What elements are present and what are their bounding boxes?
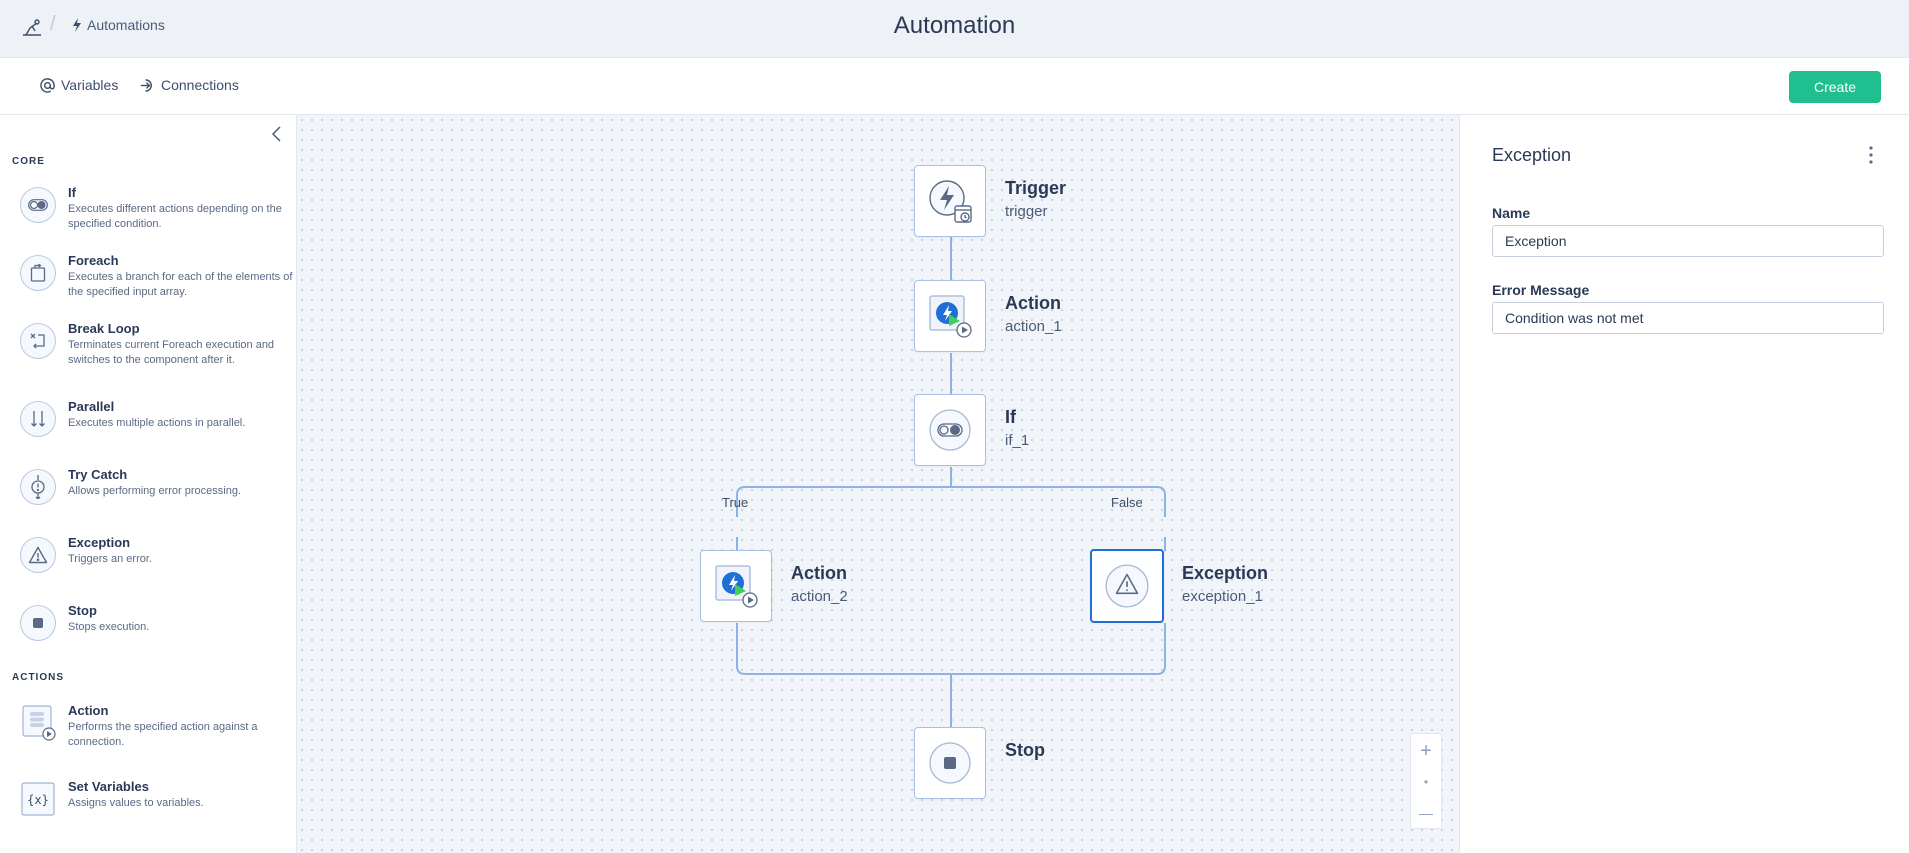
if-node-title: If: [1005, 407, 1016, 427]
error-message-field-label: Error Message: [1492, 282, 1590, 298]
top-bar: / Automations Automation: [0, 0, 1909, 58]
logo-icon[interactable]: [20, 15, 44, 39]
exception-node[interactable]: [1090, 549, 1164, 623]
palette-item-desc: Assigns values to variables.: [68, 797, 204, 809]
panel-title: Exception: [1492, 145, 1572, 165]
stop-icon: [929, 742, 971, 784]
palette-item-desc: Terminates current Foreach execution and…: [68, 339, 275, 366]
component-palette: CORE If Executes different actions depen…: [0, 115, 297, 853]
action-2-node-id: action_2: [791, 588, 848, 605]
action-2-node-title: Action: [791, 563, 847, 583]
palette-item-desc: Executes different actions depending on …: [68, 203, 282, 230]
trigger-node-id: trigger: [1005, 203, 1048, 220]
exception-node-title: Exception: [1182, 563, 1269, 583]
name-field-label: Name: [1492, 205, 1531, 221]
true-branch-label: True: [722, 495, 749, 510]
core-section-title: CORE: [12, 156, 45, 167]
palette-item-try-catch[interactable]: Try Catch Allows performing error proces…: [20, 467, 290, 527]
palette-item-desc: Triggers an error.: [68, 553, 152, 565]
palette-item-desc: Executes a branch for each of the elemen…: [68, 271, 293, 298]
variables-label: Variables: [61, 77, 119, 93]
collapse-icon[interactable]: [270, 125, 284, 143]
name-field[interactable]: [1492, 225, 1884, 257]
error-message-field[interactable]: [1492, 302, 1884, 334]
toolbar: Variables Connections Create: [0, 58, 1909, 115]
palette-item-name: Foreach: [68, 253, 119, 268]
variables-button[interactable]: Variables: [40, 77, 118, 93]
palette-item-parallel[interactable]: Parallel Executes multiple actions in pa…: [20, 399, 290, 459]
action-1-node-id: action_1: [1005, 318, 1062, 335]
palette-item-name: Break Loop: [68, 321, 140, 336]
trigger-schedule-icon: [929, 180, 972, 223]
breadcrumb-automations[interactable]: Automations: [87, 17, 165, 33]
parallel-icon: [20, 401, 56, 437]
stop-node-title: Stop: [1005, 740, 1045, 760]
palette-item-name: Exception: [68, 535, 131, 550]
action-play-icon: [929, 295, 972, 338]
palette-item-action[interactable]: Action Performs the specified action aga…: [20, 703, 290, 763]
trigger-node-title: Trigger: [1005, 178, 1067, 198]
lightning-icon: [73, 18, 81, 32]
palette-item-stop[interactable]: Stop Stops execution.: [20, 603, 290, 663]
stop-icon: [20, 605, 56, 641]
toggle-icon: [20, 187, 56, 223]
at-icon: [40, 77, 55, 93]
trigger-node[interactable]: [914, 165, 986, 237]
palette-item-name: Stop: [68, 603, 97, 618]
page-title: Automation: [893, 12, 1016, 39]
palette-item-name: Try Catch: [68, 467, 128, 482]
palette-item-desc: Stops execution.: [68, 621, 150, 633]
flow-connectors: [736, 237, 1166, 728]
palette-item-foreach[interactable]: Foreach Executes a branch for each of th…: [20, 253, 293, 313]
action-2-node[interactable]: [700, 550, 772, 622]
try-catch-icon: [20, 469, 56, 505]
palette-item-name: Action: [68, 703, 109, 718]
exception-node-id: exception_1: [1182, 588, 1263, 605]
warning-icon: [1105, 564, 1149, 608]
connection-icon: [140, 78, 152, 92]
flow-canvas[interactable]: Trigger trigger Action action_1 If if_1 …: [297, 115, 1459, 853]
palette-item-name: Parallel: [68, 399, 115, 414]
palette-item-name: If: [68, 185, 76, 200]
palette-item-desc: Executes multiple actions in parallel.: [68, 417, 246, 429]
false-branch-label: False: [1111, 495, 1143, 510]
toggle-icon: [929, 409, 971, 451]
if-node[interactable]: [914, 394, 986, 466]
actions-section-title: ACTIONS: [12, 672, 64, 683]
palette-item-if[interactable]: If Executes different actions depending …: [20, 185, 290, 245]
palette-item-desc: Performs the specified action against a …: [68, 721, 258, 748]
palette-item-break-loop[interactable]: Break Loop Terminates current Foreach ex…: [20, 321, 290, 381]
action-1-node[interactable]: [914, 280, 986, 352]
zoom-out-button[interactable]: —: [1419, 805, 1433, 821]
connections-button[interactable]: Connections: [140, 77, 239, 93]
breadcrumb-separator: /: [50, 13, 56, 35]
connections-label: Connections: [161, 77, 239, 93]
properties-panel: Exception Name Error Message: [1459, 115, 1909, 853]
action-1-node-title: Action: [1005, 293, 1061, 313]
breadcrumb[interactable]: Automations: [72, 17, 165, 33]
more-options-icon[interactable]: [1867, 145, 1875, 165]
create-button[interactable]: Create: [1789, 71, 1881, 103]
foreach-icon: [20, 255, 56, 291]
palette-item-name: Set Variables: [68, 779, 149, 794]
action-play-icon: [715, 565, 758, 608]
zoom-in-button[interactable]: +: [1420, 739, 1432, 762]
palette-item-exception[interactable]: Exception Triggers an error.: [20, 535, 290, 595]
if-node-id: if_1: [1005, 432, 1030, 449]
zoom-reset-button[interactable]: •: [1423, 775, 1429, 789]
svg-text:{x}: {x}: [27, 793, 49, 807]
warning-icon: [20, 537, 56, 573]
zoom-controls: + • —: [1410, 733, 1442, 829]
palette-item-set-variables[interactable]: {x} Set Variables Assigns values to vari…: [20, 779, 290, 839]
break-loop-icon: [20, 323, 56, 359]
stop-node[interactable]: [914, 727, 986, 799]
palette-item-desc: Allows performing error processing.: [68, 485, 242, 497]
variables-icon: {x}: [20, 781, 56, 817]
database-play-icon: [20, 705, 56, 741]
